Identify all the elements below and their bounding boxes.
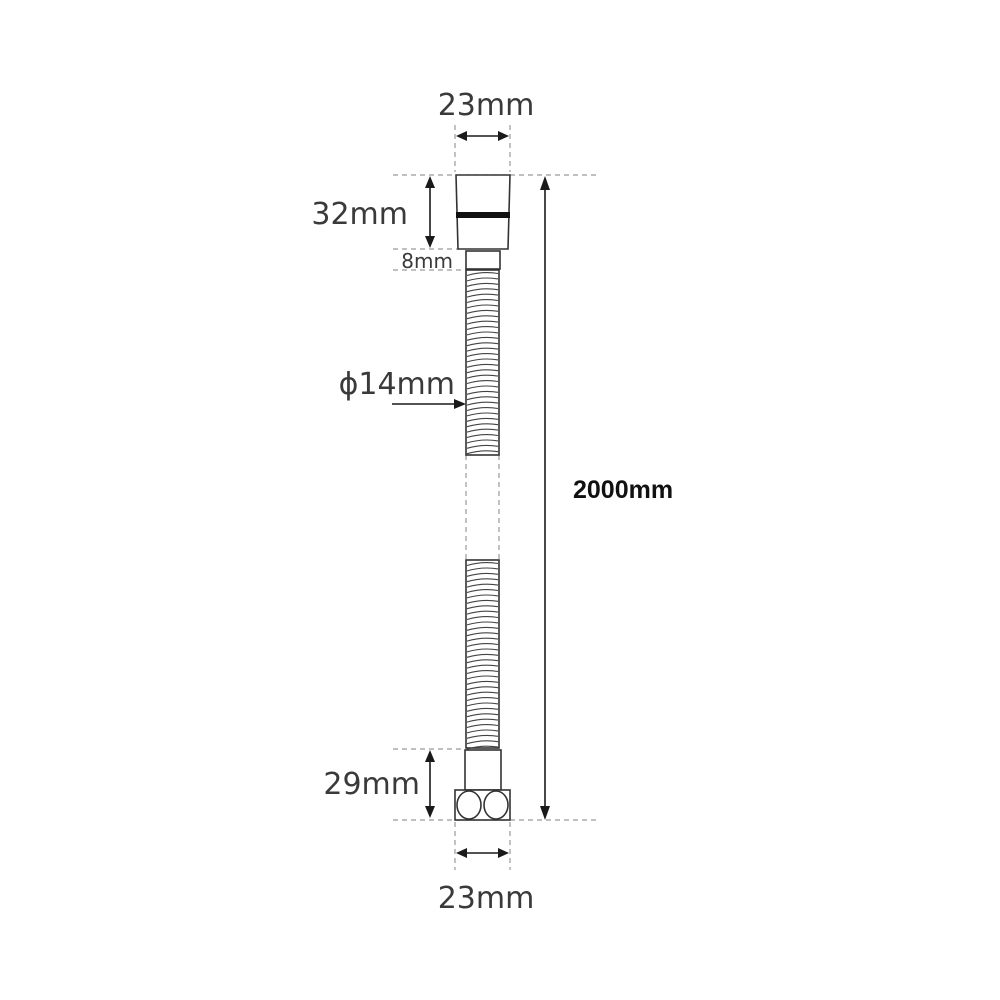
hose-coil-ridge — [466, 417, 499, 422]
top-nut-height-label: 32mm — [311, 197, 408, 232]
hose-coil-ridge — [466, 643, 499, 648]
hose-diameter-pointer — [392, 399, 466, 409]
hose-coil-ridge — [466, 702, 499, 707]
hose-coil-ridge — [466, 740, 499, 745]
top-width-arrow — [456, 131, 509, 141]
hose-coil-ridge — [466, 632, 499, 637]
hose-coil-ridge — [466, 369, 499, 374]
hose-coil-ridge — [466, 358, 499, 363]
hose-coil-ridge — [466, 423, 499, 428]
sleeve-height-label: 8mm — [401, 249, 453, 273]
hose-coil-ridge — [466, 401, 499, 406]
total-length-arrow — [540, 176, 550, 820]
hose-coil-ridge — [466, 626, 499, 631]
hose-coil-ridge — [466, 390, 499, 395]
hose-coil-ridge — [466, 578, 499, 583]
hose-coil-ridge — [466, 320, 499, 325]
hose-coil-ridge — [466, 412, 499, 417]
hose-coil-ridge — [466, 282, 499, 287]
hose-coil-ridge — [466, 616, 499, 621]
hose-coil-ridge — [466, 293, 499, 298]
hose-coil-ridge — [466, 713, 499, 718]
bottom-fitting — [454, 749, 511, 821]
hose-coil-ridge — [466, 396, 499, 401]
hose-coil-ridge — [466, 304, 499, 309]
hose-coil-ridge — [466, 347, 499, 352]
hose-coil-ridge — [466, 572, 499, 577]
hose-coil-ridge — [466, 374, 499, 379]
hose-coil-ridge — [466, 342, 499, 347]
hose-coil-ridge — [466, 675, 499, 680]
hose-coil-ridge — [466, 637, 499, 642]
hose-coil-ridge — [466, 407, 499, 412]
hose-coil-ridge — [466, 331, 499, 336]
hose-coil-ridge — [466, 288, 499, 293]
hose-coil-ridge — [466, 277, 499, 282]
hose-coil-ridge — [466, 653, 499, 658]
bottom-width-arrow — [456, 848, 509, 858]
hose-coil-ridge — [466, 680, 499, 685]
hose-coil-ridge — [466, 729, 499, 734]
hose-coil-ridge — [466, 299, 499, 304]
hose-coil-ridge — [466, 567, 499, 572]
hose-coil-ridge — [466, 670, 499, 675]
hose-upper-segment — [465, 269, 500, 456]
top-nut — [455, 174, 511, 250]
hose-coil-ridge — [466, 659, 499, 664]
sleeve — [465, 250, 501, 270]
hose-coil-ridge — [466, 336, 499, 341]
total-length-label: 2000mm — [573, 476, 673, 504]
hose-coil-ridge — [466, 385, 499, 390]
hose-coil-ridge — [466, 724, 499, 729]
hose-coil-ridge — [466, 648, 499, 653]
top-width-label: 23mm — [438, 88, 535, 123]
hose-coil-ridge — [466, 664, 499, 669]
hose-coil-ridge — [466, 605, 499, 610]
hose-coil-ridge — [466, 610, 499, 615]
hose-coil-ridge — [466, 718, 499, 723]
hose-coil-ridge — [466, 272, 499, 277]
hose-coil-ridge — [466, 380, 499, 385]
hose-coil-ridge — [466, 599, 499, 604]
top-nut-band — [456, 212, 510, 218]
hose-diameter-label: ϕ14mm — [339, 367, 455, 402]
hose-coil-ridge — [466, 594, 499, 599]
hose-coil-ridge — [466, 583, 499, 588]
hose-lower-segment — [465, 559, 500, 750]
bottom-nut-height-label: 29mm — [323, 767, 420, 802]
hose-coil-ridge — [466, 439, 499, 444]
hose-coil-ridge — [466, 621, 499, 626]
hose-coil-ridge — [466, 734, 499, 739]
top-nut-height-arrow — [425, 176, 435, 248]
hose-coil-ridge — [466, 450, 499, 455]
hose-coil-ridge — [466, 589, 499, 594]
hose-coil-ridge — [466, 691, 499, 696]
hose-coil-ridge — [466, 315, 499, 320]
hose-coil-ridge — [466, 444, 499, 449]
hose-coil-ridge — [466, 353, 499, 358]
hose-coil-ridge — [466, 562, 499, 567]
hose-coil-ridge — [466, 326, 499, 331]
hose-coil-ridge — [466, 434, 499, 439]
hose-coil-ridge — [466, 363, 499, 368]
hose-coil-ridge — [466, 707, 499, 712]
bottom-nut-height-arrow — [425, 750, 435, 818]
hose-coil-ridge — [466, 697, 499, 702]
bottom-width-label: 23mm — [438, 881, 535, 916]
hose-coil-ridge — [466, 428, 499, 433]
hose-coil-ridge — [466, 745, 499, 750]
hose-coil-ridge — [466, 686, 499, 691]
hose-coil-ridge — [466, 309, 499, 314]
